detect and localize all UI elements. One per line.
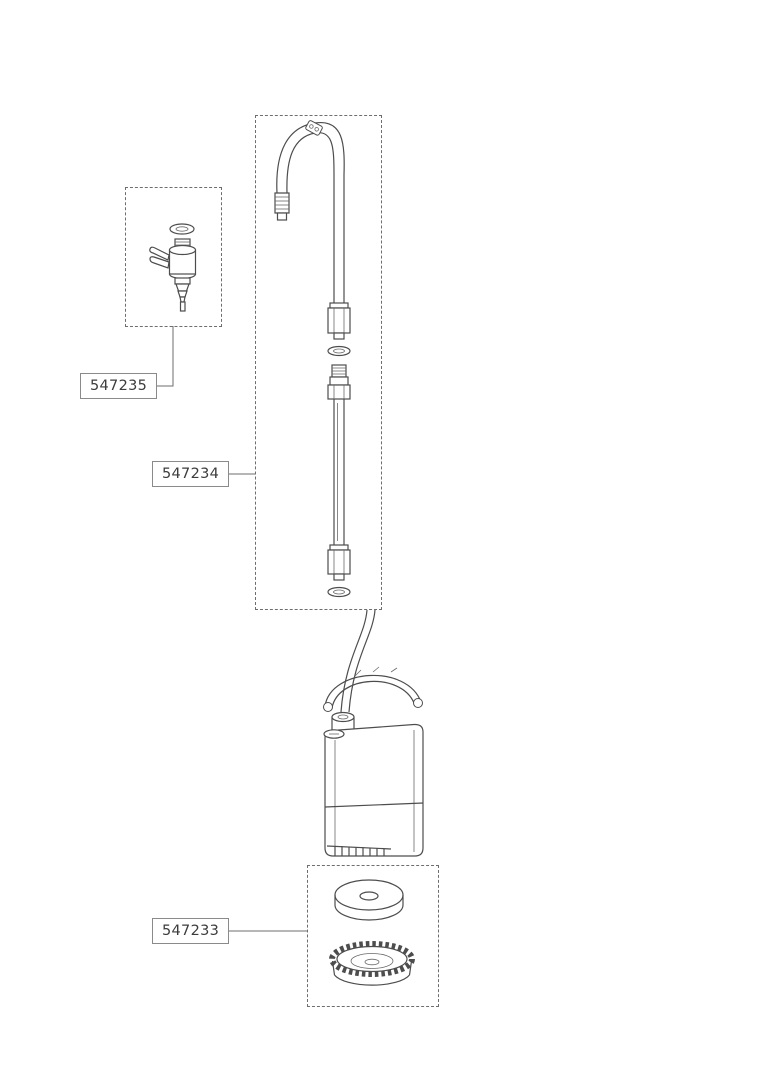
part-group-box-filter — [307, 865, 439, 1007]
part-number-label[interactable]: 547233 — [152, 918, 230, 944]
tap-connector-icon — [149, 223, 197, 312]
part-group-box-tap — [125, 187, 222, 327]
spout-hose-assembly-icon — [274, 120, 351, 598]
part-number-label[interactable]: 547234 — [152, 461, 230, 487]
pump-body-icon — [323, 610, 424, 857]
part-number-text: 547234 — [162, 466, 220, 482]
filter-base-assembly-icon — [329, 879, 415, 986]
part-number-text: 547235 — [90, 378, 148, 394]
part-number-text: 547233 — [162, 923, 220, 939]
part-number-label[interactable]: 547235 — [80, 373, 158, 399]
part-group-box-spout — [255, 115, 382, 610]
